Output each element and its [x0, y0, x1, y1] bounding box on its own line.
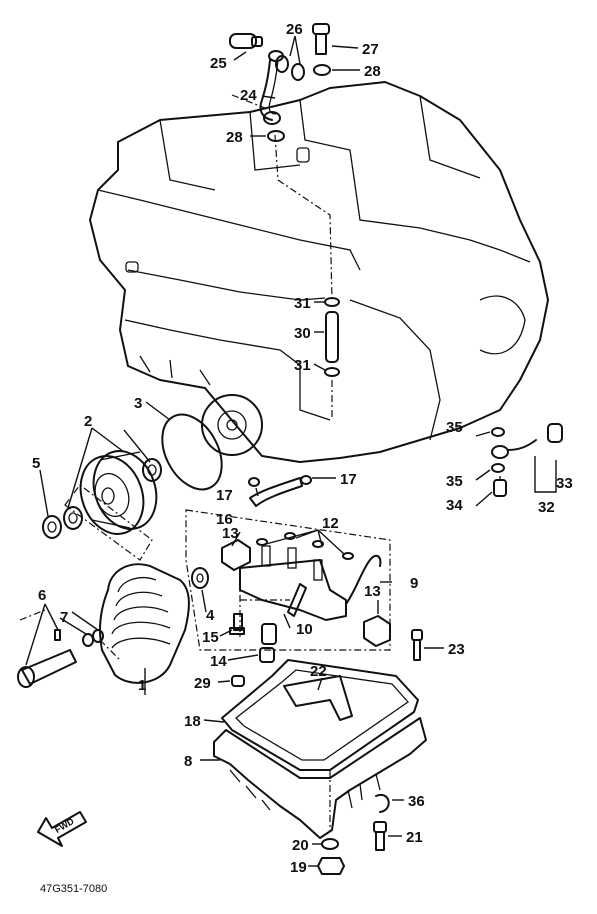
- callout-26: 26: [286, 21, 303, 38]
- callout-25: 25: [210, 55, 227, 72]
- callout-28-lower: 28: [226, 129, 243, 146]
- oil-delivery-pipe: [324, 297, 340, 377]
- callout-24: 24: [240, 87, 257, 104]
- callout-33: 33: [556, 475, 573, 492]
- callout-14: 14: [210, 653, 227, 670]
- callout-32: 32: [538, 499, 555, 516]
- callout-3: 3: [134, 395, 142, 412]
- forward-direction-arrow: FWD: [37, 811, 87, 847]
- filter-bolt-assembly: [17, 629, 104, 688]
- engine-block: [89, 81, 549, 463]
- callout-35-upper: 35: [446, 419, 463, 436]
- oil-level-switch: [491, 423, 563, 497]
- callout-36: 36: [408, 793, 425, 810]
- callout-12: 12: [322, 515, 339, 532]
- callout-2: 2: [84, 413, 92, 430]
- callout-15: 15: [202, 629, 219, 646]
- callout-21: 21: [406, 829, 423, 846]
- callout-9: 9: [410, 575, 418, 592]
- callout-1: 1: [138, 677, 146, 694]
- callout-13-upper: 13: [222, 525, 239, 542]
- callout-31-upper: 31: [294, 295, 311, 312]
- oil-pipe-assembly: [229, 23, 331, 142]
- callout-20: 20: [292, 837, 309, 854]
- oil-filter: [99, 563, 190, 684]
- callout-23: 23: [448, 641, 465, 658]
- oil-cooler-assembly: [42, 413, 223, 589]
- callout-labels: 1 2 3 4 5 6 7 8 9 10 12 13 13 14 15 16 1…: [32, 21, 573, 876]
- callout-10: 10: [296, 621, 313, 638]
- callout-31-lower: 31: [294, 357, 311, 374]
- callout-8: 8: [184, 753, 192, 770]
- callout-6: 6: [38, 587, 46, 604]
- callout-30: 30: [294, 325, 311, 342]
- callout-5: 5: [32, 455, 40, 472]
- callout-7: 7: [60, 609, 68, 626]
- callout-22: 22: [310, 663, 327, 680]
- callout-19: 19: [290, 859, 307, 876]
- callout-16: 16: [216, 511, 233, 528]
- callout-4: 4: [206, 607, 215, 624]
- callout-17-right: 17: [340, 471, 357, 488]
- callout-27: 27: [362, 41, 379, 58]
- callout-18: 18: [184, 713, 201, 730]
- callout-17-left: 17: [216, 487, 233, 504]
- oil-pan: [213, 629, 427, 875]
- callout-28-upper: 28: [364, 63, 381, 80]
- alignment-lines: [19, 94, 391, 832]
- leader-lines: [25, 35, 493, 867]
- callout-29: 29: [194, 675, 211, 692]
- oil-strainer-assembly: [221, 475, 391, 663]
- fwd-label: FWD: [53, 816, 76, 835]
- callout-13-lower: 13: [364, 583, 381, 600]
- callout-34: 34: [446, 497, 463, 514]
- drawing-code: 47G351-7080: [40, 883, 107, 895]
- callout-35-lower: 35: [446, 473, 463, 490]
